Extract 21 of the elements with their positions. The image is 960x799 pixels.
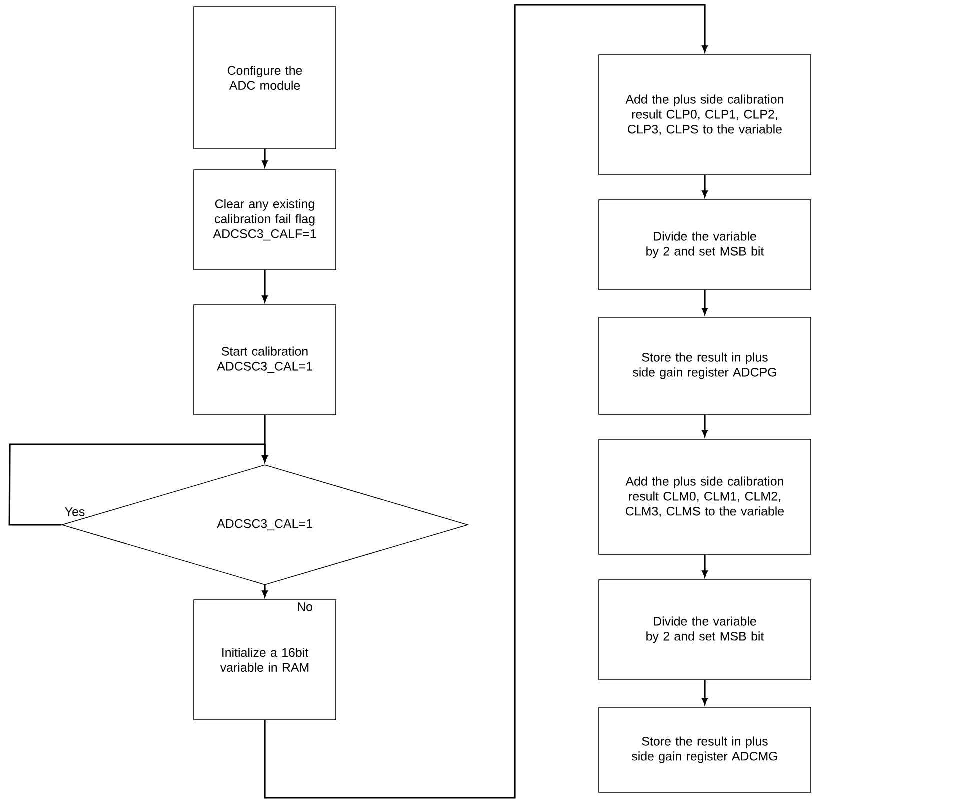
process-box: Store the result in plus side gain register ADCPG: [598, 317, 812, 415]
arrow: [262, 270, 268, 302]
process-box: Divide the variable by 2 and set MSB bit: [598, 200, 812, 290]
arrow: [702, 175, 708, 198]
arrow: [702, 680, 708, 705]
arrow: [702, 554, 708, 578]
process-box: Divide the variable by 2 and set MSB bit: [598, 580, 812, 680]
process-box: Clear any existing calibration fail flag ADCSC3_CALF=1: [194, 170, 336, 270]
arrow: [262, 585, 268, 598]
process-box: Store the result in plus side gain register ADCMG: [598, 707, 812, 793]
process-box: Start calibration ADCSC3_CAL=1: [194, 304, 336, 416]
arrow: [8, 444, 268, 526]
arrow: [702, 290, 708, 315]
arrow: [262, 149, 268, 168]
edge-label: No: [296, 602, 314, 612]
edge-label: Yes: [64, 506, 86, 518]
arrow: [702, 414, 708, 437]
process-box: Configure the ADC module: [194, 6, 336, 150]
process-box: Add the plus side calibration result CLM0, CLM1, CLM2, CLM3, CLMS to the variable: [598, 439, 812, 555]
arrow: [264, 4, 708, 799]
process-box: Add the plus side calibration result CLP0, CLP1, CLP2, CLP3, CLPS to the variable: [598, 54, 812, 176]
